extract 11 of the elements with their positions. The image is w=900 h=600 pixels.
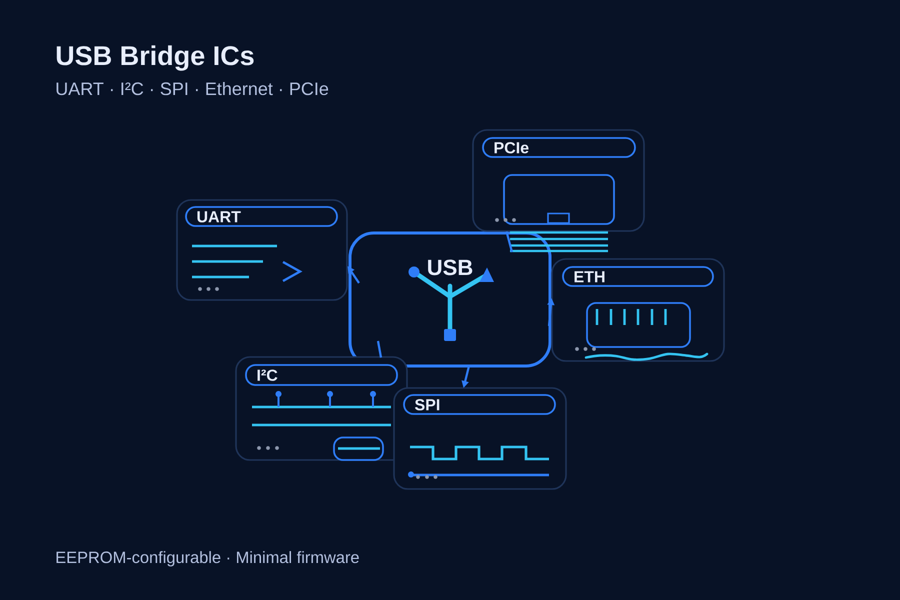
usb-hub-box: USB — [348, 232, 552, 368]
header-pill: ETH — [562, 266, 714, 287]
subtitle: UART · I²C · SPI · Ethernet · PCIe — [56, 82, 328, 96]
title: USB Bridge ICs — [56, 45, 254, 71]
footnote: EEPROM-configurable · Minimal firmware — [56, 551, 359, 566]
header-pill: UART — [185, 206, 338, 227]
header-pill: PCIe — [482, 137, 636, 158]
header-pill: SPI — [403, 394, 556, 415]
header-pill: I²C — [245, 364, 398, 386]
connector-line — [505, 231, 514, 252]
connector-line — [376, 340, 382, 358]
